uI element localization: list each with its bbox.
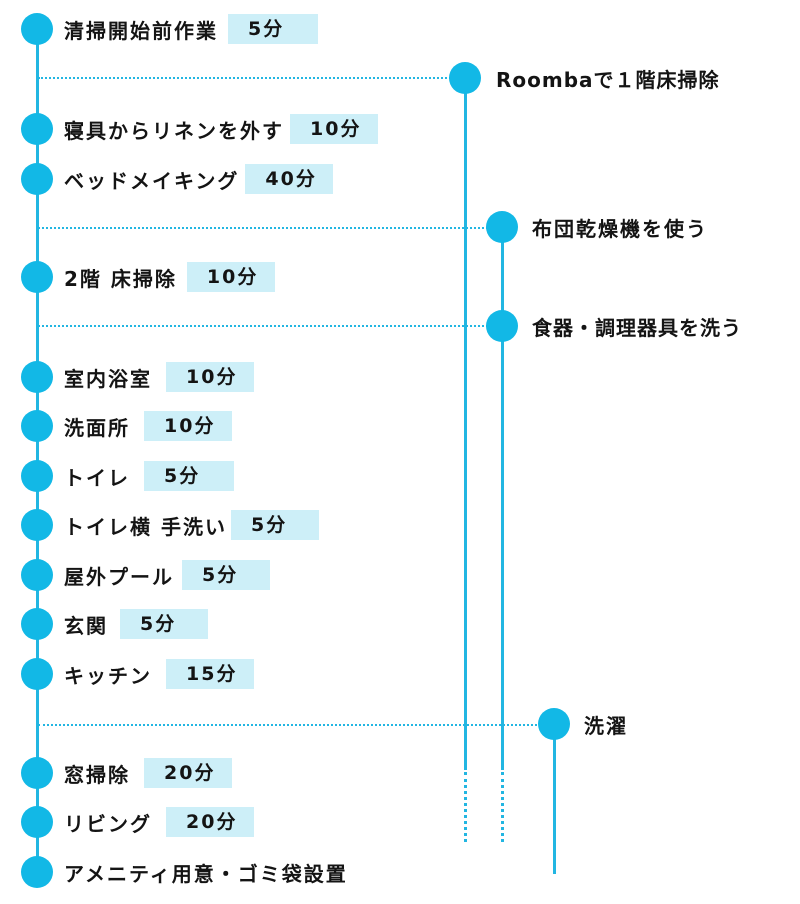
futon-dishes-timeline-line — [501, 228, 504, 770]
task-node — [21, 856, 53, 888]
task-row: 寝具からリネンを外す 10分 — [64, 114, 378, 144]
task-row: 清掃開始前作業 5分 — [64, 14, 318, 44]
parallel-task-label: 洗濯 — [584, 713, 628, 738]
task-duration: 10分 — [166, 362, 254, 392]
task-label: 屋外プール — [64, 564, 174, 589]
parallel-task-row: 食器・調理器具を洗う — [532, 311, 742, 341]
branch-connector-laundry — [38, 724, 553, 726]
main-timeline-line — [36, 28, 39, 872]
task-label: 玄関 — [64, 613, 108, 638]
task-node — [21, 806, 53, 838]
task-row: 窓掃除 20分 — [64, 758, 232, 788]
task-label: 2階 床掃除 — [64, 266, 177, 291]
task-row: キッチン 15分 — [64, 659, 254, 689]
parallel-task-label: 食器・調理器具を洗う — [532, 315, 742, 340]
task-row: トイレ 5分 — [64, 461, 234, 491]
task-row: 室内浴室 10分 — [64, 362, 254, 392]
parallel-task-label: 布団乾燥機を使う — [532, 216, 708, 241]
parallel-task-row: 洗濯 — [584, 709, 628, 739]
task-node — [21, 460, 53, 492]
task-duration: 10分 — [290, 114, 378, 144]
task-label: 清掃開始前作業 — [64, 18, 218, 43]
task-label: リビング — [64, 811, 152, 836]
parallel-task-row: Roombaで１階床掃除 — [496, 63, 720, 93]
task-row: トイレ横 手洗い 5分 — [64, 510, 319, 540]
task-node — [21, 509, 53, 541]
parallel-task-node — [486, 310, 518, 342]
parallel-task-node — [449, 62, 481, 94]
task-duration: 15分 — [166, 659, 254, 689]
task-duration: 10分 — [186, 262, 275, 292]
roomba-timeline-line — [464, 78, 467, 770]
parallel-task-label: Roombaで１階床掃除 — [496, 67, 720, 92]
roomba-timeline-dotted-end — [464, 772, 467, 842]
task-duration: 10分 — [144, 411, 232, 441]
task-node — [21, 261, 53, 293]
task-label: 洗面所 — [64, 415, 130, 440]
branch-connector-futon — [38, 227, 500, 229]
task-node — [21, 608, 53, 640]
task-label: 寝具からリネンを外す — [64, 118, 284, 143]
task-row: 2階 床掃除 10分 — [64, 262, 275, 292]
task-label: 窓掃除 — [64, 762, 130, 787]
task-node — [21, 410, 53, 442]
task-duration: 5分 — [144, 461, 234, 491]
task-node — [21, 559, 53, 591]
parallel-task-row: 布団乾燥機を使う — [532, 212, 708, 242]
task-duration: 5分 — [228, 14, 318, 44]
task-row: リビング 20分 — [64, 807, 254, 837]
task-label: ベッドメイキング — [64, 168, 240, 193]
task-duration: 20分 — [166, 807, 254, 837]
task-label: 室内浴室 — [64, 366, 152, 391]
task-duration: 5分 — [120, 609, 208, 639]
task-label: アメニティ用意・ゴミ袋設置 — [64, 861, 348, 886]
task-node — [21, 658, 53, 690]
task-duration: 5分 — [182, 560, 270, 590]
task-row: ベッドメイキング 40分 — [64, 164, 334, 194]
futon-dishes-timeline-dotted-end — [501, 772, 504, 842]
task-duration: 40分 — [245, 164, 334, 194]
task-row: 玄関 5分 — [64, 609, 208, 639]
task-row: アメニティ用意・ゴミ袋設置 — [64, 857, 348, 887]
task-duration: 5分 — [230, 510, 319, 540]
task-duration: 20分 — [144, 758, 232, 788]
task-node — [21, 163, 53, 195]
task-node — [21, 113, 53, 145]
task-node — [21, 757, 53, 789]
task-label: トイレ — [64, 465, 130, 490]
task-node — [21, 361, 53, 393]
task-label: トイレ横 手洗い — [64, 514, 227, 539]
task-node — [21, 13, 53, 45]
branch-connector-roomba — [38, 77, 463, 79]
task-label: キッチン — [64, 663, 152, 688]
laundry-timeline-line — [553, 724, 556, 874]
task-row: 屋外プール 5分 — [64, 560, 270, 590]
task-row: 洗面所 10分 — [64, 411, 232, 441]
parallel-task-node — [538, 708, 570, 740]
parallel-task-node — [486, 211, 518, 243]
branch-connector-dishes — [38, 325, 500, 327]
